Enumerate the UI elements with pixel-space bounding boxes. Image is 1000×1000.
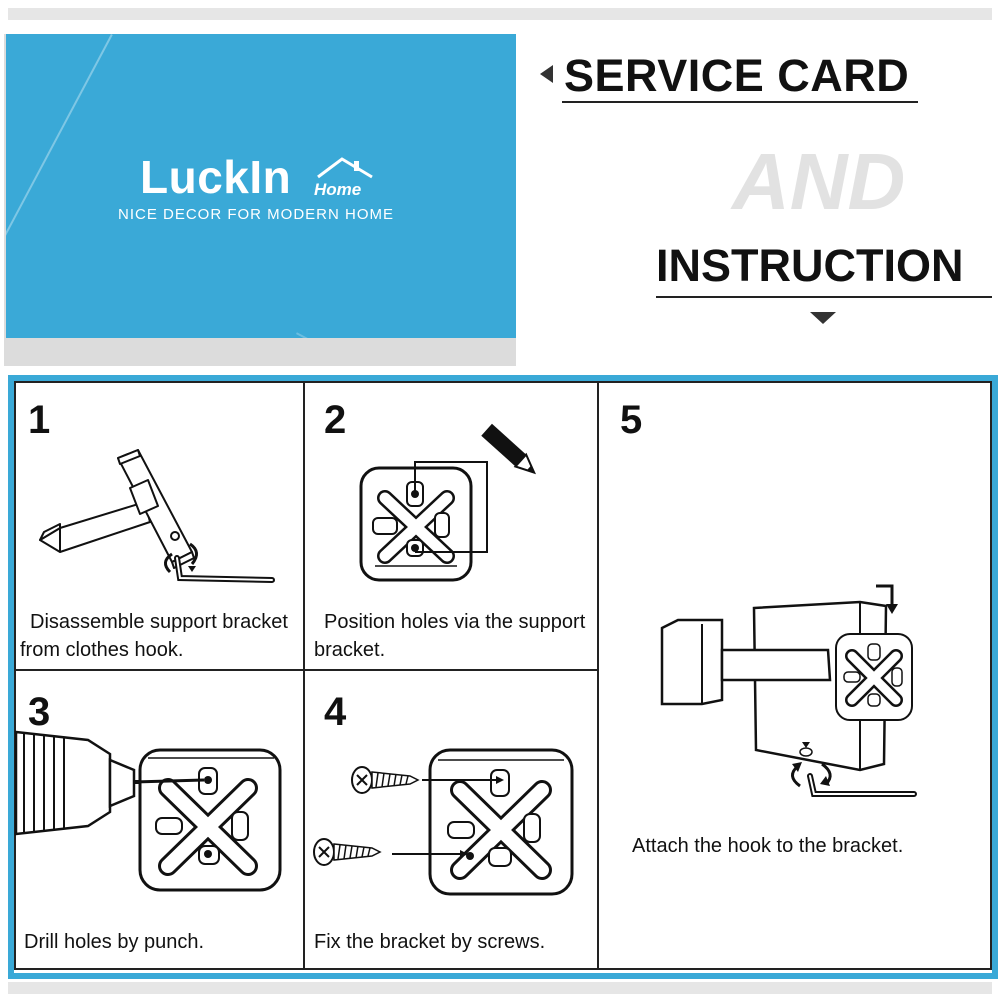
house-icon: Home xyxy=(314,157,373,199)
card-diagonal-line xyxy=(296,332,516,338)
and-text: AND xyxy=(732,137,906,226)
bottom-divider xyxy=(8,982,992,994)
card-diagonal-line xyxy=(6,34,113,338)
step-2-number: 2 xyxy=(324,398,347,442)
step-1-illustration xyxy=(39,449,275,583)
brand-card xyxy=(6,34,516,338)
screw-icon xyxy=(351,766,420,794)
grid-border xyxy=(990,381,992,970)
grid-divider xyxy=(597,381,599,970)
step-3-caption: Drill holes by punch. xyxy=(24,931,205,953)
left-arrow-icon xyxy=(540,65,553,83)
step-4-number: 4 xyxy=(324,690,347,734)
step-2-caption: Position holes via the support bracket. xyxy=(314,611,586,661)
pencil-icon xyxy=(481,423,537,475)
step-5-caption: Attach the hook to the bracket. xyxy=(632,835,904,857)
step-5-number: 5 xyxy=(620,398,643,442)
top-divider xyxy=(8,8,992,20)
step-4-caption: Fix the bracket by screws. xyxy=(314,931,546,953)
step-2-illustration xyxy=(359,423,537,582)
step-1-caption: Disassemble support bracket from clothes… xyxy=(20,611,288,661)
step-1-number: 1 xyxy=(28,398,51,442)
rotate-arrow-icon xyxy=(791,762,832,788)
title-underline xyxy=(656,296,992,298)
rotate-arrow-icon xyxy=(164,542,198,574)
home-badge-text: Home xyxy=(314,180,361,199)
step-3-illustration xyxy=(14,730,282,892)
grid-border xyxy=(14,968,992,970)
brand-name: LuckIn xyxy=(140,151,292,203)
brand-tagline: NICE DECOR FOR MODERN HOME xyxy=(118,206,395,223)
grid-divider xyxy=(303,381,305,970)
step-3-number: 3 xyxy=(28,690,51,734)
instruction-title: INSTRUCTION xyxy=(656,240,964,291)
step-5-illustration xyxy=(660,584,917,797)
grid-divider xyxy=(14,669,599,671)
instructions-frame xyxy=(8,375,998,979)
hex-key-icon xyxy=(807,773,917,797)
step-4-illustration xyxy=(313,748,574,896)
drill-icon xyxy=(14,730,198,836)
screw-icon xyxy=(313,838,382,866)
grid-border xyxy=(14,381,992,383)
title-underline xyxy=(562,101,918,103)
down-arrow-icon xyxy=(810,312,836,324)
service-card-title: SERVICE CARD xyxy=(564,50,910,101)
grid-border xyxy=(14,381,16,970)
